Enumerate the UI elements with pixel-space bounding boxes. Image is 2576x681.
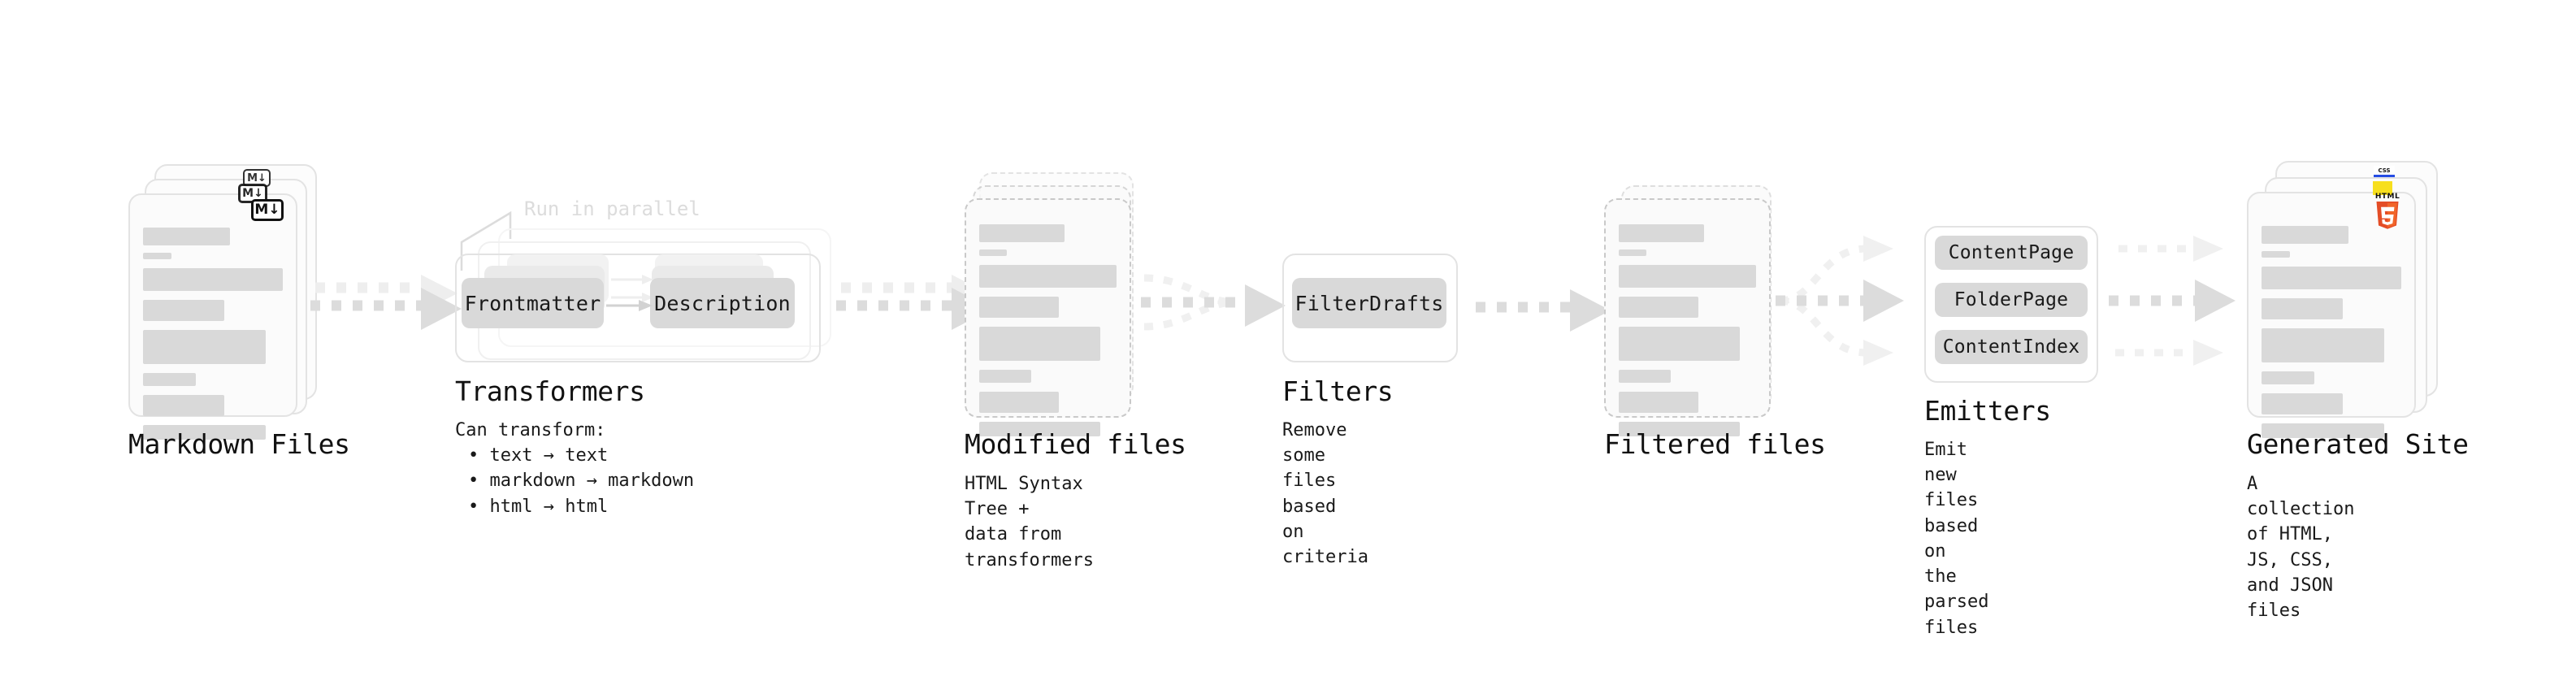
line-block-4 bbox=[1619, 370, 1672, 383]
line-block-4 bbox=[979, 370, 1032, 383]
line-block-5 bbox=[1619, 392, 1698, 413]
arrow-markdown-to-transformers bbox=[310, 275, 462, 330]
line-block-4 bbox=[143, 373, 197, 386]
line-block-1 bbox=[2262, 267, 2401, 289]
css-icon: CSS bbox=[2374, 166, 2395, 177]
emitters-box bbox=[1924, 226, 2098, 383]
line-block-6 bbox=[143, 425, 267, 440]
line-block-3 bbox=[979, 327, 1100, 361]
filters-box bbox=[1282, 254, 1458, 362]
filtered-card-front bbox=[1604, 198, 1771, 436]
line-block-5 bbox=[979, 392, 1059, 413]
transformers-title: Transformers bbox=[455, 375, 645, 407]
line-sub bbox=[979, 249, 1007, 256]
line-heading bbox=[143, 228, 230, 245]
filtered-card-lines bbox=[1619, 224, 1756, 436]
emitters-chip-contentindex[interactable]: ContentIndex bbox=[1935, 330, 2088, 364]
html5-wordmark: HTML bbox=[2374, 193, 2400, 201]
line-block-6 bbox=[2262, 423, 2385, 438]
line-block-2 bbox=[143, 300, 224, 321]
emitters-chip-contentpage[interactable]: ContentPage bbox=[1935, 236, 2088, 270]
transformers-intro: Can transform: bbox=[455, 420, 606, 440]
line-block-2 bbox=[979, 297, 1059, 318]
site-card-front bbox=[2247, 192, 2416, 438]
generated-site-title: Generated Site bbox=[2247, 428, 2469, 460]
emitters-chip-folderpage[interactable]: FolderPage bbox=[1935, 283, 2088, 317]
transformer-chip-frontmatter[interactable]: Frontmatter bbox=[462, 278, 604, 328]
transformer-inner-arrow bbox=[606, 300, 653, 311]
filters-chip-filterdrafts[interactable]: FilterDrafts bbox=[1292, 278, 1446, 328]
transformer-box-front bbox=[455, 254, 821, 362]
transformers-description: Can transform: • text → text • markdown … bbox=[455, 418, 694, 519]
line-block-1 bbox=[143, 268, 283, 291]
line-block-3 bbox=[143, 330, 267, 364]
transformers-bullet-1: • markdown → markdown bbox=[468, 471, 695, 492]
line-block-3 bbox=[2262, 328, 2385, 362]
modified-files-title: Modified files bbox=[965, 428, 1186, 460]
filters-title: Filters bbox=[1282, 375, 1394, 407]
markdown-card-front bbox=[128, 193, 297, 440]
modified-card-lines bbox=[979, 224, 1117, 436]
line-block-6 bbox=[979, 422, 1100, 436]
html5-icon: HTML bbox=[2371, 193, 2404, 234]
line-block-5 bbox=[143, 395, 224, 416]
arrow-filtered-to-emitters bbox=[1776, 236, 1904, 366]
html5-shield bbox=[2376, 202, 2399, 229]
line-heading bbox=[979, 224, 1065, 242]
emitters-description: Emit new files based on the parsed files bbox=[1924, 440, 1989, 638]
markdown-files-title: Markdown Files bbox=[128, 428, 350, 460]
line-sub bbox=[143, 253, 171, 259]
line-block-4 bbox=[2262, 371, 2315, 384]
transformers-bullet-0: • text → text bbox=[468, 445, 609, 466]
arrow-filters-to-filtered bbox=[1476, 289, 1611, 332]
line-sub bbox=[2262, 251, 2290, 258]
line-sub bbox=[1619, 249, 1646, 256]
line-block-1 bbox=[1619, 265, 1756, 288]
filters-description: Remove some files based on criteria bbox=[1282, 420, 1368, 568]
modified-card-front bbox=[965, 198, 1131, 436]
line-block-2 bbox=[1619, 297, 1698, 318]
line-block-5 bbox=[2262, 393, 2343, 414]
site-card-lines bbox=[2262, 226, 2401, 438]
line-block-3 bbox=[1619, 327, 1740, 361]
transformer-inner-arrows-ghost bbox=[611, 275, 653, 302]
emitters-title: Emitters bbox=[1924, 395, 2051, 427]
arrow-modified-to-filters bbox=[1141, 274, 1286, 331]
markdown-card-lines bbox=[143, 228, 283, 440]
javascript-icon bbox=[2373, 181, 2392, 195]
transformers-bullet-2: • html → html bbox=[468, 496, 609, 517]
line-heading bbox=[1619, 224, 1704, 242]
line-block-2 bbox=[2262, 298, 2343, 319]
modified-files-description: HTML Syntax Tree + data from transformer… bbox=[965, 474, 1094, 570]
line-block-1 bbox=[979, 265, 1117, 288]
transformer-chip-description[interactable]: Description bbox=[650, 278, 795, 328]
run-in-parallel-label: Run in parallel bbox=[524, 197, 700, 220]
arrow-emitters-to-site bbox=[2109, 236, 2236, 366]
line-heading bbox=[2262, 226, 2348, 244]
markdown-icon: M↓ bbox=[251, 199, 284, 221]
generated-site-description: A collection of HTML, JS, CSS, and JSON … bbox=[2247, 474, 2355, 622]
line-block-6 bbox=[1619, 422, 1740, 436]
filtered-files-title: Filtered files bbox=[1604, 428, 1826, 460]
